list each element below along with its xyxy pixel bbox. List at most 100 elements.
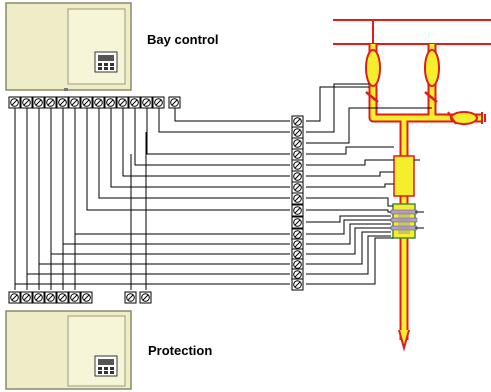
protection-key [98,367,102,370]
terminal-screw-icon [44,96,57,109]
terminal-screw-icon [291,159,304,172]
terminal-screw-icon [291,137,304,150]
terminal-screw-icon [291,148,304,161]
terminal-screw-icon [291,278,304,291]
terminal-screw-icon [44,291,57,304]
wire [122,108,290,177]
protection-label: Protection [148,343,212,358]
earthing-switch [447,111,486,125]
terminal-screw-icon [291,192,304,205]
disconnector-blade [424,91,438,103]
terminal-screw-icon [68,96,81,109]
busbars [333,19,491,45]
wire [306,235,391,275]
wire [306,223,391,245]
terminal-screw-icon [291,228,304,241]
disconnector-right [424,49,440,103]
terminal-screw-icon [116,96,129,109]
wire [306,83,369,133]
terminal-screw-icon [291,238,304,251]
bay-control-label: Bay control [147,32,219,47]
bay-terminal-strip [291,115,304,291]
wire [306,159,394,166]
disconnector-icon [365,49,381,87]
ct-body [398,212,410,234]
disconnector-blade [365,91,379,103]
circuit-breaker-icon [393,155,415,197]
terminal-screw-icon [8,291,21,304]
terminal-screw-icon [32,96,45,109]
terminal-screw-icon [139,291,152,304]
terminal-screw-icon [20,291,33,304]
wire [38,108,290,265]
wire [306,209,391,213]
wire [306,107,432,144]
current-transformer [390,203,418,239]
bay-control-key [110,63,114,66]
bay-control-front-panel [67,8,126,85]
terminal-screw-icon [291,181,304,194]
terminal-screw-icon [291,258,304,271]
protection-key [110,367,114,370]
feeder-end-icon [398,329,410,352]
terminal-screw-icon [168,96,181,109]
wire [110,108,290,188]
terminal-screw-icon [80,96,93,109]
terminal-screw-icon [140,96,153,109]
wire [306,86,369,122]
terminal-screw-icon [124,291,137,304]
bay-control-connector [64,88,68,91]
terminal-screw-icon [152,96,165,109]
terminal-screw-icon [32,291,45,304]
protection-key [98,371,102,374]
protection-key [104,367,108,370]
terminal-screw-icon [80,291,93,304]
terminal-screw-icon [92,96,105,109]
terminal-screw-icon [68,291,81,304]
disconnector-icon [424,49,440,87]
protection-wires [14,132,290,290]
wire [306,237,393,285]
terminal-screw-icon [291,268,304,281]
terminal-screw-icon [56,291,69,304]
terminal-screw-icon [291,248,304,261]
wire [306,183,394,188]
bay-control-key [110,67,114,70]
protection-terminal-block [8,291,93,304]
protection-key [104,371,108,374]
protection-key [110,371,114,374]
bay-control-device [5,2,132,91]
wire [86,108,290,211]
protection-device [5,310,132,390]
bay-control-key [104,63,108,66]
bay-control-key [104,67,108,70]
wire [306,197,393,207]
primary-conductors [368,44,481,352]
terminal-screw-icon [56,96,69,109]
wire [306,219,391,235]
terminal-screw-icon [20,96,33,109]
wire [306,171,394,177]
bay-control-screen [98,55,114,61]
switchgear-wires [306,83,432,285]
bay-control-key [98,63,102,66]
wire [98,108,290,199]
terminal-screw-icon [291,126,304,139]
terminal-screw-icon [128,96,141,109]
wire [26,108,290,275]
bay-control-key [98,67,102,70]
protection-screen [98,359,114,365]
terminal-screw-icon [291,204,304,217]
wire [158,108,290,133]
wire [74,108,290,235]
terminal-screw-icon [8,96,21,109]
terminal-screw-icon [291,170,304,183]
wire [306,146,394,155]
terminal-screw-icon [104,96,117,109]
wire [306,231,391,265]
terminal-screw-icon [291,216,304,229]
wire [174,108,290,122]
disconnector-left [365,49,381,103]
